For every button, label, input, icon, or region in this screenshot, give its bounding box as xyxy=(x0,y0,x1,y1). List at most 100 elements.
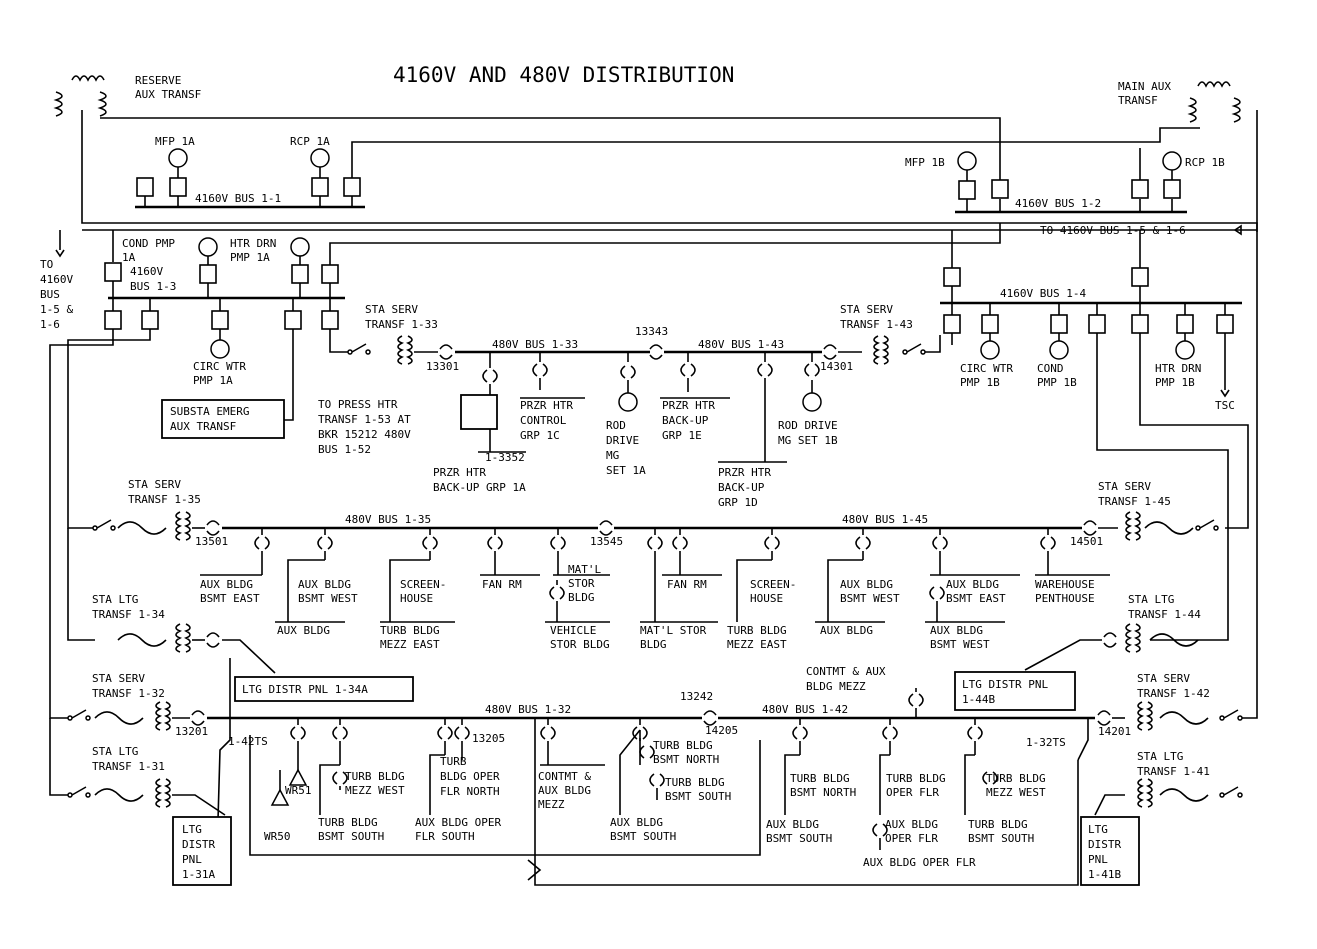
label-line: TRANSF 1-45 xyxy=(1098,495,1171,508)
label-bus-480-145: 480V BUS 1-45 xyxy=(842,513,928,526)
label-line: TRANSF 1-44 xyxy=(1128,608,1201,621)
label-line: BKR 15212 480V xyxy=(318,428,411,441)
breaker-symbol xyxy=(291,264,309,284)
label-line: 13343 xyxy=(635,325,668,338)
label-line: STA SERV xyxy=(92,672,145,685)
component-symbols xyxy=(53,75,1243,886)
label-line: BSMT SOUTH xyxy=(766,832,832,845)
label-bus-480-135: 480V BUS 1-35 xyxy=(345,513,431,526)
label-line: BSMT EAST xyxy=(200,592,260,605)
label-bus-480-132: 480V BUS 1-32 xyxy=(485,703,571,716)
label-line: PRZR HTR xyxy=(433,466,486,479)
label-line: ROD DRIVE xyxy=(778,419,838,432)
sta-ltg-1-44-transformer xyxy=(1125,623,1141,653)
label-line: TURB BLDG xyxy=(986,772,1046,785)
label-line: TURB BLDG xyxy=(665,776,725,789)
drawout-breaker-symbol xyxy=(639,745,655,759)
label-line: BSMT WEST xyxy=(840,592,900,605)
label-line: BLDG xyxy=(640,638,667,651)
label-line: 480V BUS 1-32 xyxy=(485,703,571,716)
label-line: MFP 1B xyxy=(905,156,945,169)
label-line: MEZZ EAST xyxy=(380,638,440,651)
label-bkr-14201: 14201 xyxy=(1098,725,1131,738)
motor-symbol xyxy=(168,148,188,168)
label-line: TO xyxy=(40,258,53,271)
label-line: BSMT WEST xyxy=(298,592,358,605)
label-line: 1A xyxy=(122,251,136,264)
label-bus-1-1: 4160V BUS 1-1 xyxy=(195,192,281,205)
drawout-breaker-symbol xyxy=(1103,632,1117,648)
label-line: PMP 1B xyxy=(1155,376,1195,389)
breaker-symbol xyxy=(1131,267,1149,287)
label-line: AUX BLDG OPER xyxy=(415,816,501,829)
label-line: GRP 1D xyxy=(718,496,758,509)
switch-symbol xyxy=(1195,519,1219,531)
label-line: BLDG OPER xyxy=(440,770,500,783)
label-line: BUS 1-52 xyxy=(318,443,371,456)
breaker-symbol xyxy=(321,310,339,330)
label-line: SCREEN- xyxy=(750,578,796,591)
label-line: DRIVE xyxy=(606,434,639,447)
label-bkr-13501: 13501 xyxy=(195,535,228,548)
breaker-symbol xyxy=(141,310,159,330)
motor-symbol xyxy=(1162,151,1182,171)
label-line: STA LTG xyxy=(92,593,138,606)
feed-sta-serv-1-45 xyxy=(1139,333,1249,529)
label-bkr-13201: 13201 xyxy=(175,725,208,738)
ltg-distr-pnl-1-41b-box xyxy=(1080,816,1140,886)
label-line: CONTMT & xyxy=(538,770,591,783)
wire xyxy=(736,559,772,622)
label-mfp-1a: MFP 1A xyxy=(155,135,195,148)
drawout-breaker-symbol xyxy=(632,726,648,740)
label-line: AUX BLDG OPER FLR xyxy=(863,856,976,869)
breaker-symbol xyxy=(1176,314,1194,334)
label-line: MEZZ xyxy=(538,798,565,811)
switch-symbol xyxy=(1219,709,1243,721)
label-fan-rm-l: FAN RM xyxy=(482,578,522,591)
label-line: AUX BLDG xyxy=(885,818,938,831)
wire xyxy=(319,764,340,815)
label-bus-480-133: 480V BUS 1-33 xyxy=(492,338,578,351)
label-line: LTG DISTR PNL xyxy=(962,678,1048,691)
label-tsc: TSC xyxy=(1215,399,1235,412)
breaker-symbol xyxy=(1131,179,1149,199)
fuse-1-35 xyxy=(117,521,167,535)
motor-symbol xyxy=(1049,340,1069,360)
label-line: TRANSF 1-33 xyxy=(365,318,438,331)
label-bkr-13343: 13343 xyxy=(635,325,668,338)
drawout-breaker-symbol xyxy=(647,536,663,550)
drawout-breaker-symbol xyxy=(290,726,306,740)
label-line: TRANSF 1-42 xyxy=(1137,687,1210,700)
label-line: MEZZ EAST xyxy=(727,638,787,651)
label-line: 480V BUS 1-45 xyxy=(842,513,928,526)
label-wr50: WR50 xyxy=(264,830,291,843)
motor-symbol xyxy=(980,340,1000,360)
label-line: 480V BUS 1-35 xyxy=(345,513,431,526)
label-line: TURB BLDG xyxy=(318,816,378,829)
label-bkr-13545: 13545 xyxy=(590,535,623,548)
breaker-symbol xyxy=(343,177,361,197)
label-line: STOR BLDG xyxy=(550,638,610,651)
label-ts-142: 1-42TS xyxy=(228,735,268,748)
wire xyxy=(329,329,350,353)
drawout-breaker-symbol xyxy=(1083,520,1097,536)
label-bkr-13352: 1-3352 xyxy=(485,451,525,464)
label-line: TURB BLDG xyxy=(727,624,787,637)
label-line: WR50 xyxy=(264,830,291,843)
breaker-symbol xyxy=(169,177,187,197)
